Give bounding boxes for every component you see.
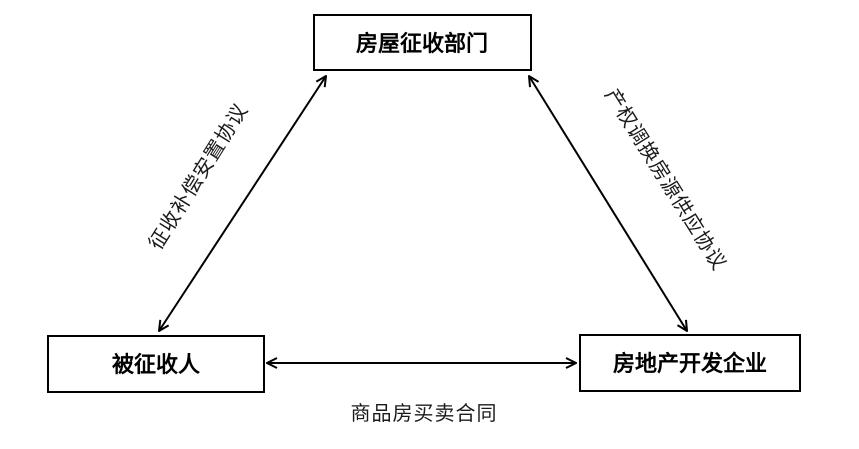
node-expropriated-person: 被征收人 xyxy=(47,335,265,393)
node-real-estate-developer: 房地产开发企业 xyxy=(579,334,801,392)
node-label-right: 房地产开发企业 xyxy=(613,351,767,377)
edge-left-arrow xyxy=(159,76,326,331)
edge-label-left: 征收补偿安置协议 xyxy=(143,99,252,254)
node-label-left: 被征收人 xyxy=(112,352,200,378)
edge-label-right: 产权调换房源供应协议 xyxy=(600,84,732,275)
edge-label-bottom: 商品房买卖合同 xyxy=(351,401,498,425)
edge-right-arrow xyxy=(529,76,687,331)
node-house-expropriation-dept: 房屋征收部门 xyxy=(313,14,532,71)
node-label-top: 房屋征收部门 xyxy=(356,31,488,57)
